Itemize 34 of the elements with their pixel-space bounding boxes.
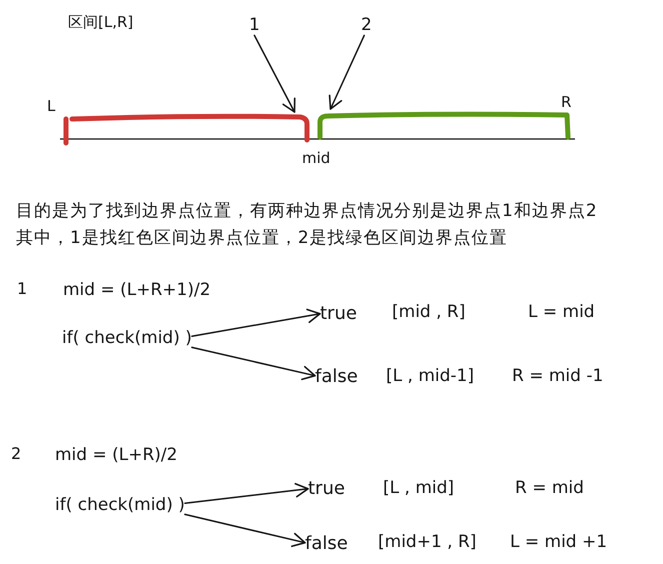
condition-text: if( check(mid) ) bbox=[62, 328, 192, 348]
endpoint-label: R bbox=[561, 93, 572, 111]
arrow bbox=[328, 34, 365, 110]
midpoint-label: mid bbox=[302, 149, 330, 167]
branch-label: true bbox=[320, 303, 357, 325]
condition-text: if( check(mid) ) bbox=[55, 495, 185, 516]
case-number: 2 bbox=[11, 444, 22, 464]
callout-number: 2 bbox=[361, 15, 372, 36]
arrow bbox=[191, 308, 321, 337]
case-number: 1 bbox=[17, 279, 28, 298]
branch-label: false bbox=[315, 366, 358, 388]
formula: mid = (L+R)/2 bbox=[55, 445, 178, 466]
assignment-text: R = mid bbox=[515, 478, 584, 498]
callout-number: 1 bbox=[249, 15, 260, 36]
assignment-text: L = mid bbox=[528, 302, 595, 322]
branch-label: false bbox=[305, 533, 348, 555]
interval-text: [mid+1 , R] bbox=[378, 532, 476, 552]
interval-bracket bbox=[315, 109, 573, 141]
interval-text: [mid , R] bbox=[392, 302, 466, 322]
assignment-text: L = mid +1 bbox=[510, 532, 608, 552]
arrow bbox=[184, 482, 309, 504]
description-text: 目的是为了找到边界点位置，有两种边界点情况分别是边界点1和边界点2 bbox=[16, 201, 598, 222]
arrow bbox=[254, 34, 296, 113]
arrow bbox=[191, 346, 316, 380]
branch-label: true bbox=[308, 478, 345, 500]
assignment-text: R = mid -1 bbox=[512, 366, 604, 386]
interval-bracket bbox=[62, 112, 312, 146]
interval-text: [L , mid] bbox=[383, 478, 454, 498]
endpoint-label: L bbox=[47, 97, 56, 115]
interval-title: 区间[L,R] bbox=[68, 13, 134, 31]
interval-text: [L , mid-1] bbox=[386, 366, 474, 386]
formula: mid = (L+R+1)/2 bbox=[63, 280, 211, 300]
description-text: 其中，1是找红色区间边界点位置，2是找绿色区间边界点位置 bbox=[16, 228, 508, 248]
arrow bbox=[184, 514, 306, 548]
